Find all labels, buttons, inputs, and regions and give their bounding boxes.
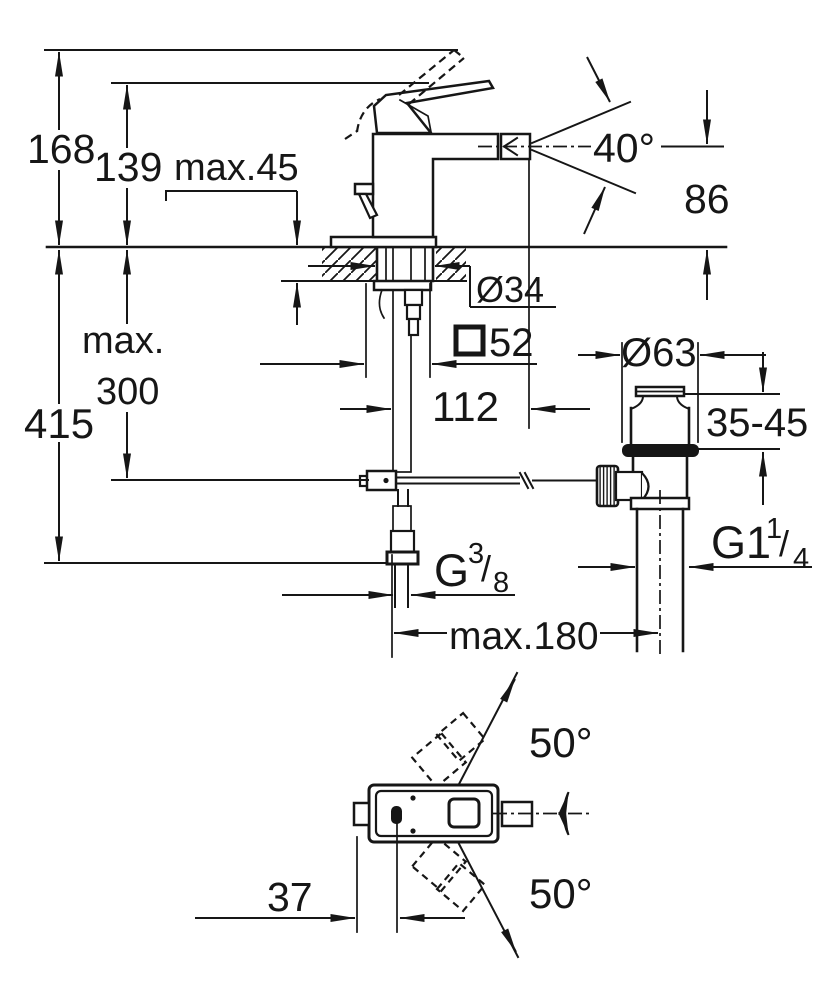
dimension-labels: 168 139 max.45 40° 86 Ø34 52 112 Ø63 max…	[24, 125, 809, 920]
mounting-bracket-3	[407, 317, 420, 337]
handle-position-upper-outer	[410, 731, 468, 789]
hose-curve	[378, 288, 386, 320]
swivel-arc-arrow-up	[558, 791, 570, 817]
dim-label-supply-thread-den: 8	[493, 567, 509, 599]
plan-popup-knob	[352, 801, 371, 827]
lever-swing-arc	[355, 97, 381, 133]
faucet-body	[371, 132, 500, 239]
dim-label-waste-thread-g: G1	[711, 517, 771, 568]
spray-leader-upper	[586, 56, 611, 103]
handle-position-lower-outer	[410, 835, 468, 893]
base-flange	[329, 235, 438, 249]
popup-knob-stem	[357, 192, 379, 220]
dim-label-outlet-height: 86	[684, 176, 730, 222]
dim-label-supply-thread-slash: /	[481, 548, 491, 589]
waste-valve-view	[595, 385, 699, 657]
dim-label-hole-diameter: Ø34	[476, 269, 544, 310]
waste-knurled-knob	[595, 464, 620, 508]
plan-cartridge-slot	[391, 806, 402, 824]
lever-raised-dash-1	[398, 49, 455, 96]
waste-link-bulge	[641, 472, 650, 501]
lever-raised-dash-tip	[453, 49, 465, 59]
dim-label-waste-thread-num: 1	[766, 513, 782, 545]
plan-lever-square	[447, 797, 481, 829]
dim-label-lever-offset: 37	[267, 874, 313, 920]
dim-label-hose-length: 300	[96, 371, 159, 413]
dim-label-total-depth: 415	[24, 400, 94, 447]
dim-37-extensions	[356, 823, 398, 933]
waste-neck	[630, 394, 690, 410]
dim-label-supply-thread-g: G	[434, 545, 469, 596]
dim-label-waste-thread-den: 4	[793, 543, 809, 575]
dim-label-body-width: 52	[489, 321, 534, 365]
hose-braid-lower	[392, 505, 412, 532]
dimension-annotations	[44, 51, 812, 658]
handle-position-upper-inner	[435, 711, 487, 763]
dim-label-max-word: max.	[82, 320, 164, 362]
mounting-washer	[372, 279, 433, 292]
deck-hatch-left	[322, 248, 377, 280]
lever-swing-tick	[344, 130, 358, 140]
lever-facet	[398, 98, 432, 133]
rod-break	[518, 471, 535, 490]
spray-leader-lower	[583, 186, 606, 235]
deck-hatch-right	[436, 248, 466, 280]
dim-label-hose-offset: 112	[432, 383, 499, 430]
waste-rod-link	[614, 470, 644, 502]
dim-label-waste-diameter: Ø63	[621, 331, 697, 375]
popup-knob	[353, 182, 375, 196]
dim-label-total-height: 168	[27, 126, 95, 172]
waste-tailpipe	[635, 507, 685, 653]
swivel-arrow-lower	[501, 928, 517, 953]
mounting-bracket-2	[405, 303, 422, 321]
dim-label-supply-thread-num: 3	[468, 538, 484, 570]
popup-rod	[395, 476, 520, 485]
plan-screw-upper	[410, 795, 416, 801]
lever-handle	[372, 79, 495, 135]
dim-label-clamping-range: 35-45	[706, 401, 808, 445]
waste-seal-flange	[622, 444, 699, 457]
shank-outer	[375, 245, 435, 283]
hose-nut	[385, 550, 420, 566]
plan-screw-lower	[410, 828, 416, 834]
dim-label-max-deck: max.45	[174, 147, 299, 189]
dim-label-max-reach: max.180	[449, 615, 599, 658]
spray-ray-upper	[530, 100, 632, 145]
hose-neck	[397, 489, 409, 507]
dim-52-extensions	[365, 283, 431, 378]
handle-position-lower-inner	[435, 861, 487, 913]
waste-body-upper	[629, 406, 691, 446]
dim-34-leader	[469, 266, 556, 308]
swivel-arrow-upper	[500, 678, 516, 703]
faucet-plan-view	[195, 671, 590, 959]
dim-63-extensions	[621, 342, 699, 443]
square-symbol	[453, 324, 486, 357]
faucet-front-view	[44, 49, 728, 608]
dim-label-swivel-upper: 50°	[529, 719, 593, 766]
mounting-bracket-1	[403, 288, 424, 307]
rod-connector	[365, 469, 398, 492]
dim-label-spray-angle: 40°	[593, 125, 655, 171]
lever-raised-dash-2	[408, 57, 465, 105]
hose-compression-fitting	[389, 529, 416, 554]
rod-pivot	[383, 477, 389, 484]
dim-3545-refs	[683, 393, 780, 450]
dim-label-spout-height: 139	[94, 144, 162, 190]
supply-tube	[394, 563, 409, 608]
dim-max45-leader	[165, 190, 297, 201]
swivel-arc-arrow-down	[558, 810, 570, 836]
dim-label-waste-thread-slash: /	[779, 523, 789, 564]
spray-ray-lower	[530, 148, 637, 195]
dim-label-swivel-lower: 50°	[529, 870, 593, 917]
shank-inner	[385, 248, 426, 282]
